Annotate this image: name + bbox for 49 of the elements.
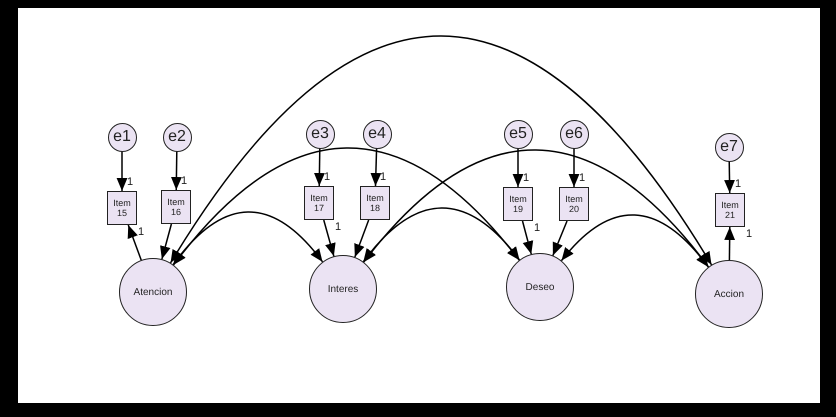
covariance-arrow: [170, 36, 712, 266]
edge-label: 1: [746, 229, 752, 240]
path-arrow: [370, 148, 382, 186]
edge-label: 1: [335, 222, 342, 233]
edge-label: 1: [138, 227, 144, 238]
item-box: Item 15: [107, 191, 137, 225]
latent-circle: Atencion: [119, 258, 187, 326]
error-circle: e2: [162, 122, 192, 152]
error-circle: e1: [108, 122, 136, 152]
covariance-arrow: [363, 149, 710, 268]
item-box: Item 17: [304, 186, 334, 220]
error-circle: e5: [504, 120, 532, 148]
covariance-arrow: [172, 211, 324, 266]
path-arrow: [314, 148, 325, 186]
latent-circle: Deseo: [506, 253, 574, 321]
path-arrow: [568, 148, 580, 187]
path-arrow: [354, 220, 370, 258]
path-arrow: [160, 224, 172, 260]
path-arrow: [522, 220, 534, 254]
path-arrow: [552, 220, 568, 256]
item-box: Item 16: [161, 190, 191, 224]
item-box: Item 21: [715, 193, 745, 227]
edge-label: 1: [181, 176, 188, 187]
edge-label: 1: [380, 172, 386, 183]
error-circle: e7: [714, 132, 744, 162]
item-box: Item 18: [360, 186, 390, 220]
edge-label: 1: [579, 173, 586, 184]
latent-circle: Accion: [695, 260, 763, 328]
latent-circle: Interes: [309, 255, 377, 323]
edge-label: 1: [324, 172, 330, 183]
item-box: Item 19: [503, 187, 533, 221]
path-arrow: [724, 161, 735, 194]
path-arrow: [116, 152, 128, 191]
covariance-arrow: [172, 147, 520, 266]
path-arrow: [512, 148, 524, 187]
error-circle: e4: [362, 120, 392, 148]
error-circle: e6: [560, 120, 588, 148]
path-arrow: [323, 220, 336, 256]
path-arrow: [128, 224, 142, 260]
edge-label: 1: [127, 177, 134, 188]
path-arrow: [724, 226, 736, 260]
item-box: Item 20: [559, 187, 589, 221]
edge-label: 1: [735, 179, 742, 190]
edge-label: 1: [523, 173, 530, 184]
path-arrow: [171, 151, 182, 190]
covariance-arrow: [362, 207, 520, 262]
error-circle: e3: [306, 120, 334, 148]
covariance-arrow: [560, 214, 709, 268]
edge-label: 1: [534, 223, 540, 234]
